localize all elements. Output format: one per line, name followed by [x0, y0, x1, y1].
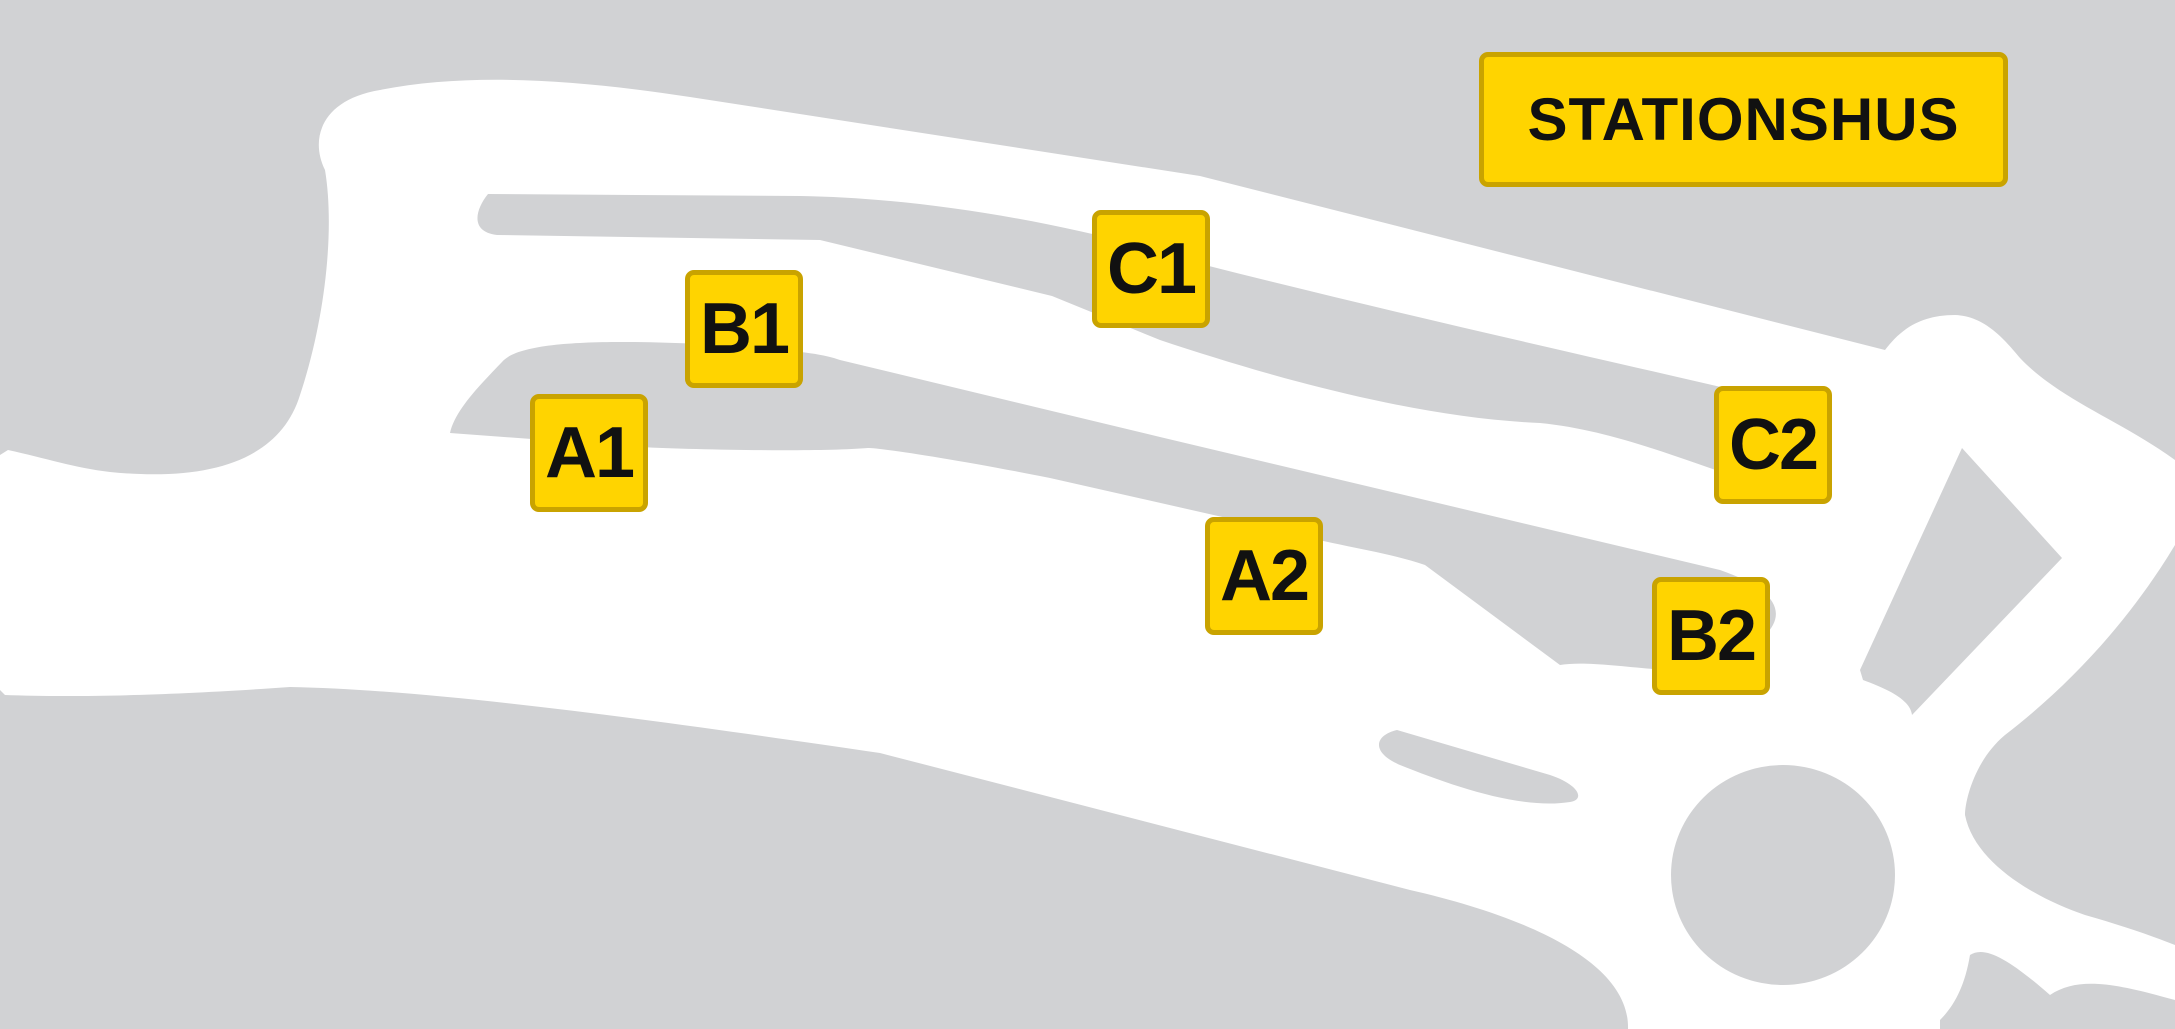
island-small [1378, 730, 1579, 804]
gap-c-outer [477, 194, 1745, 480]
roundabout-island [1671, 765, 1895, 985]
platform-a1-label[interactable]: A1 [530, 394, 648, 512]
platform-b1-label[interactable]: B1 [685, 270, 803, 388]
paved-area [0, 79, 2175, 1029]
station-building-label[interactable]: STATIONSHUS [1479, 52, 2008, 187]
gap-a-b [450, 341, 1776, 672]
platform-c2-label[interactable]: C2 [1714, 386, 1832, 504]
platform-b2-label[interactable]: B2 [1652, 577, 1770, 695]
island-triangle [1860, 448, 2062, 715]
platform-a2-label[interactable]: A2 [1205, 517, 1323, 635]
platform-c1-label[interactable]: C1 [1092, 210, 1210, 328]
